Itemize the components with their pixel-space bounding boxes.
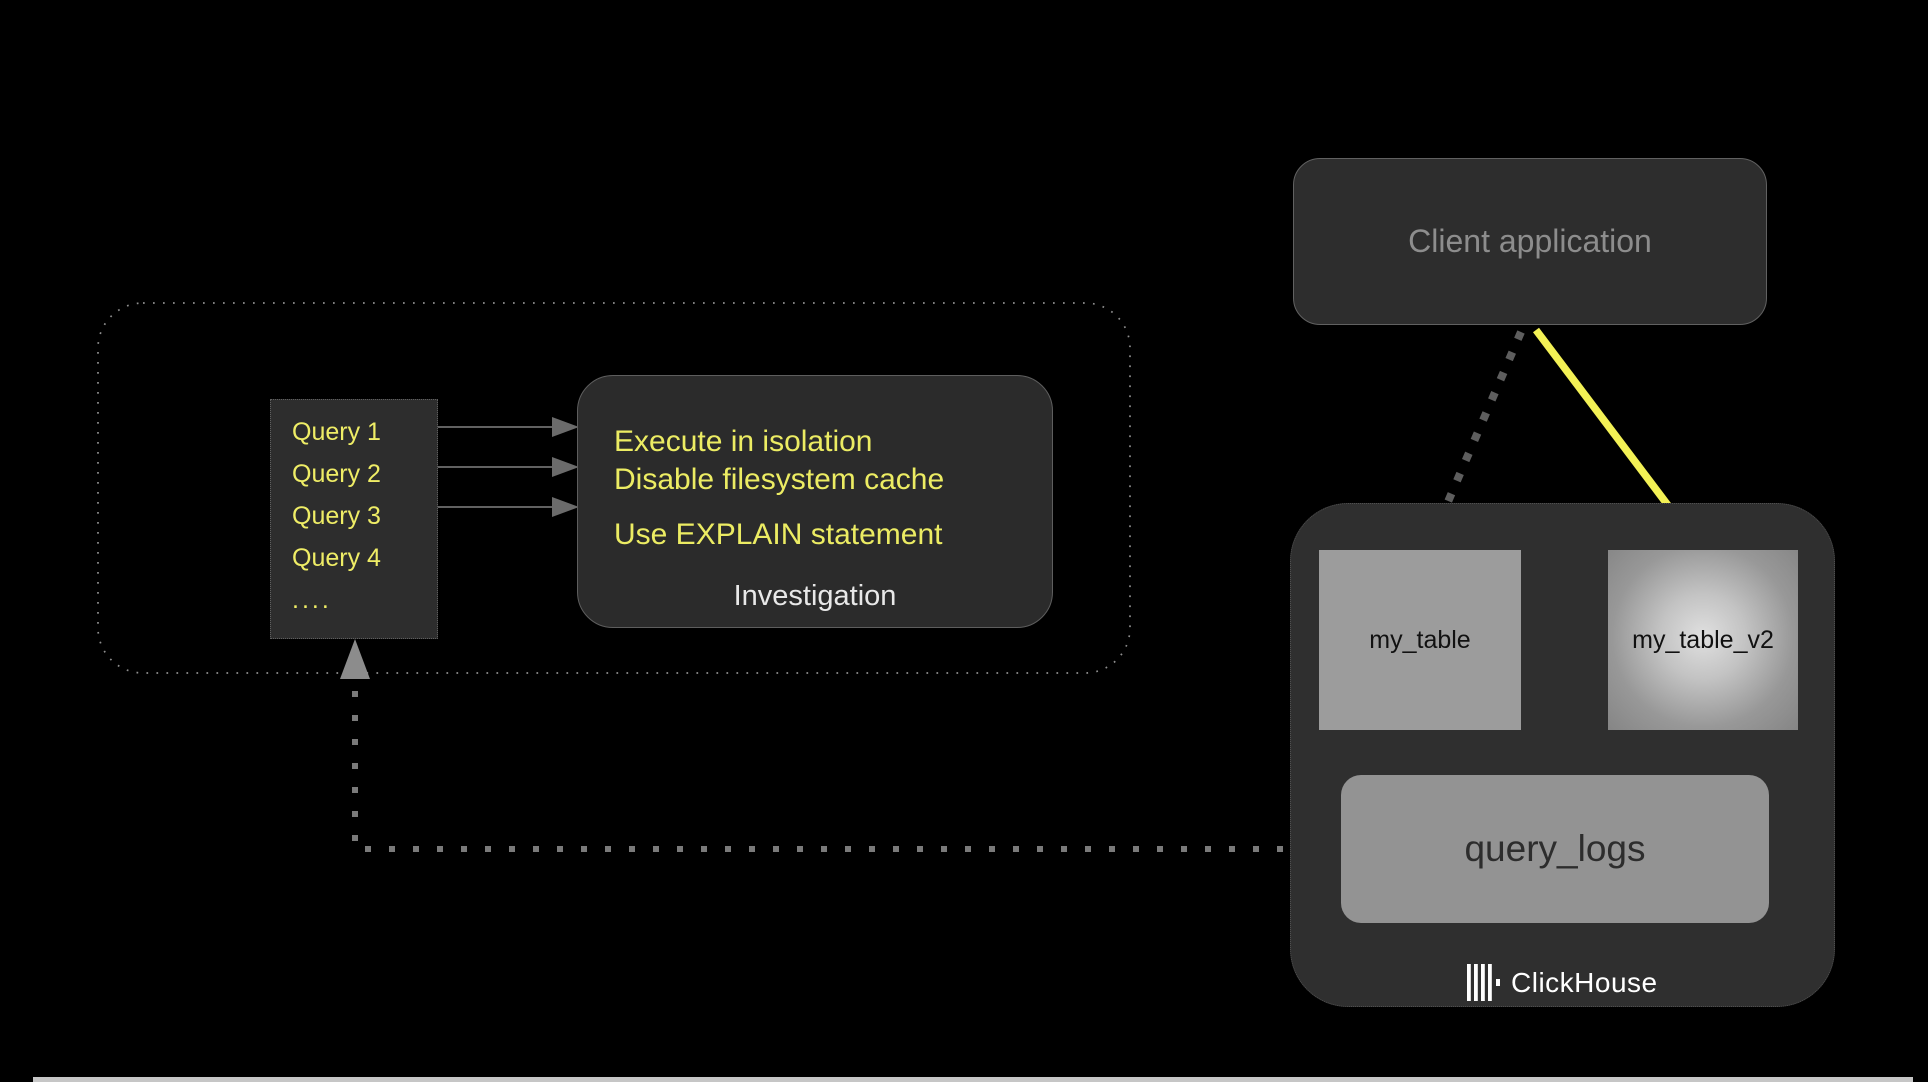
slide-bottom-strip <box>33 1077 1913 1082</box>
clickhouse-brand-label: ClickHouse <box>1511 966 1658 998</box>
my-table-v2-label: my_table_v2 <box>1632 625 1774 654</box>
feedback-up-arrowhead <box>340 639 370 679</box>
investigation-note: Use EXPLAIN statement <box>614 518 943 551</box>
investigation-box: Execute in isolation Disable filesystem … <box>577 375 1053 628</box>
investigation-title: Investigation <box>733 580 897 612</box>
clickhouse-brand: ClickHouse <box>1467 964 1658 1001</box>
query-logs-box: query_logs <box>1341 775 1769 923</box>
query-list-box: Query 1 Query 2 Query 3 Query 4 .... <box>270 399 438 639</box>
clickhouse-logo-icon <box>1467 964 1500 1001</box>
client-application-label: Client application <box>1408 223 1652 259</box>
query-item: Query 3 <box>292 502 381 530</box>
query-item: Query 1 <box>292 418 381 446</box>
query-logs-feedback-dotted-path <box>352 691 1338 852</box>
my-table-v2-box: my_table_v2 <box>1608 550 1798 730</box>
my-table-label: my_table <box>1369 625 1471 654</box>
query-logs-label: query_logs <box>1464 828 1646 869</box>
query-item: Query 2 <box>292 460 381 488</box>
investigation-notes: Execute in isolation Disable filesystem … <box>614 423 944 554</box>
query-list-ellipsis: .... <box>292 586 332 614</box>
investigation-note: Execute in isolation <box>614 425 873 458</box>
query-item: Query 4 <box>292 544 381 572</box>
my-table-box: my_table <box>1319 550 1521 730</box>
clickhouse-container: my_table my_table_v2 query_logs ClickHou… <box>1290 503 1835 1007</box>
investigation-note: Disable filesystem cache <box>614 463 945 496</box>
client-application-box: Client application <box>1293 158 1767 325</box>
